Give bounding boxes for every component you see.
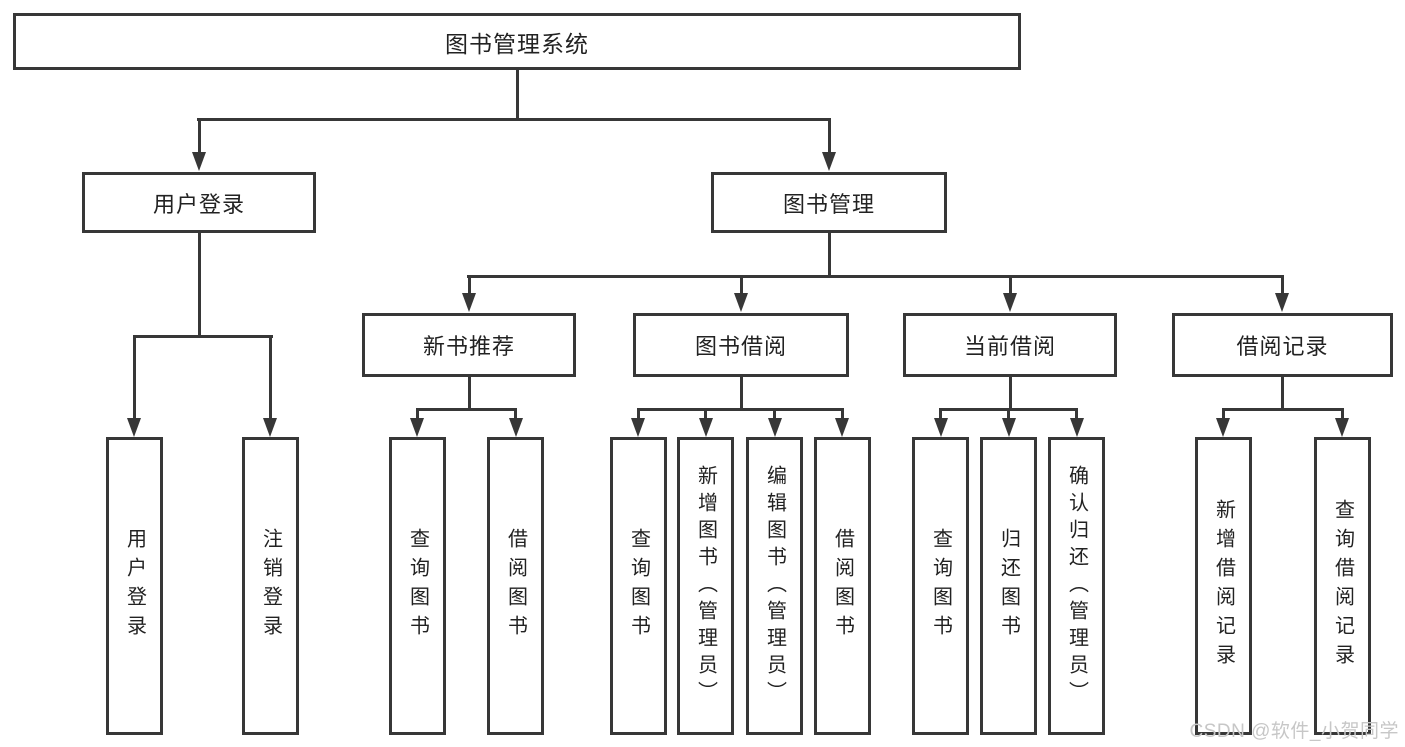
leaf-query-books-recommend: 查询图书: [389, 437, 446, 735]
arrow-down-icon: [127, 418, 141, 437]
arrow-down-icon: [1002, 418, 1016, 437]
connector-stub-leaf: [1075, 408, 1078, 420]
arrow-down-icon: [822, 152, 836, 171]
leaf-add-borrow-record-label: 新增借阅记录: [1212, 499, 1235, 673]
node-user-login: 用户登录: [82, 172, 316, 233]
connector-user-login-bar: [133, 335, 273, 338]
connector-stub-new-book: [468, 275, 471, 295]
node-new-book-recommend: 新书推荐: [362, 313, 576, 377]
csdn-watermark: CSDN @软件_小贺同学: [1189, 721, 1399, 742]
connector-stub-leaf: [514, 408, 517, 420]
leaf-query-books-borrow: 查询图书: [610, 437, 667, 735]
connector-group-bar: [416, 408, 517, 411]
leaf-add-borrow-record: 新增借阅记录: [1195, 437, 1252, 735]
connector-stub-book-mgmt: [828, 118, 831, 156]
arrow-down-icon: [410, 418, 424, 437]
connector-level1-bar: [197, 118, 831, 121]
node-user-login-label: 用户登录: [152, 191, 245, 217]
arrow-down-icon: [263, 418, 277, 437]
connector-stub-leaf: [1341, 408, 1344, 420]
leaf-edit-books-admin-label: 编辑图书（管理员）: [763, 464, 786, 708]
connector-stub-user-login: [198, 118, 201, 156]
node-book-borrow: 图书借阅: [633, 313, 849, 377]
leaf-user-login: 用户登录: [106, 437, 163, 735]
leaf-query-books-current: 查询图书: [912, 437, 969, 735]
connector-stub-current-borrow: [1009, 275, 1012, 295]
leaf-edit-books-admin: 编辑图书（管理员）: [746, 437, 803, 735]
connector-stub-leaf: [416, 408, 419, 420]
connector-stub-borrow-record: [1281, 275, 1284, 295]
node-book-borrow-label: 图书借阅: [694, 334, 787, 359]
arrow-down-icon: [699, 418, 713, 437]
connector-stub-leaf: [133, 335, 136, 420]
arrow-down-icon: [734, 293, 748, 312]
connector-group-stem: [740, 377, 743, 411]
leaf-query-books-label: 查询图书: [406, 528, 429, 644]
connector-stub-leaf: [841, 408, 844, 420]
node-new-book-recommend-label: 新书推荐: [422, 334, 515, 359]
connector-group-stem: [1009, 377, 1012, 411]
leaf-return-books: 归还图书: [980, 437, 1037, 735]
node-current-borrow-label: 当前借阅: [963, 334, 1056, 359]
node-current-borrow: 当前借阅: [903, 313, 1117, 377]
arrow-down-icon: [509, 418, 523, 437]
arrow-down-icon: [1335, 418, 1349, 437]
arrow-down-icon: [462, 293, 476, 312]
connector-stub-leaf: [1222, 408, 1225, 420]
arrow-down-icon: [934, 418, 948, 437]
connector-group-stem: [468, 377, 471, 411]
leaf-borrow-books-recommend: 借阅图书: [487, 437, 544, 735]
leaf-add-books-admin: 新增图书（管理员）: [677, 437, 734, 735]
connector-group-bar: [637, 408, 844, 411]
leaf-query-books-label: 查询图书: [929, 528, 952, 644]
connector-stub-leaf: [1007, 408, 1010, 420]
arrow-down-icon: [768, 418, 782, 437]
leaf-confirm-return-admin-label: 确认归还（管理员）: [1065, 464, 1088, 708]
connector-book-mgmt-stem: [828, 233, 831, 278]
connector-level2-bar: [467, 275, 1284, 278]
node-book-management-label: 图书管理: [782, 191, 875, 217]
leaf-user-login-label: 用户登录: [123, 528, 146, 644]
connector-root-stem: [516, 70, 519, 121]
connector-group-stem: [1281, 377, 1284, 411]
connector-stub-leaf: [704, 408, 707, 420]
arrow-down-icon: [1070, 418, 1084, 437]
connector-stub-leaf: [773, 408, 776, 420]
arrow-down-icon: [1003, 293, 1017, 312]
connector-stub-leaf: [269, 335, 272, 420]
leaf-return-books-label: 归还图书: [997, 528, 1020, 644]
leaf-add-books-admin-label: 新增图书（管理员）: [694, 464, 717, 708]
leaf-logout: 注销登录: [242, 437, 299, 735]
arrow-down-icon: [1275, 293, 1289, 312]
leaf-query-books-label: 查询图书: [627, 528, 650, 644]
node-root-label: 图书管理系统: [445, 30, 589, 57]
arrow-down-icon: [631, 418, 645, 437]
connector-stub-leaf: [939, 408, 942, 420]
leaf-query-borrow-record: 查询借阅记录: [1314, 437, 1371, 735]
arrow-down-icon: [1216, 418, 1230, 437]
arrow-down-icon: [192, 152, 206, 171]
node-root: 图书管理系统: [13, 13, 1021, 70]
node-borrow-record-label: 借阅记录: [1236, 334, 1329, 359]
leaf-borrow-books-label: 借阅图书: [504, 528, 527, 644]
connector-group-bar: [1222, 408, 1344, 411]
connector-user-login-stem: [198, 233, 201, 338]
leaf-borrow-books-label: 借阅图书: [831, 528, 854, 644]
leaf-logout-label: 注销登录: [259, 528, 282, 644]
arrow-down-icon: [835, 418, 849, 437]
node-borrow-record: 借阅记录: [1172, 313, 1393, 377]
leaf-borrow-books: 借阅图书: [814, 437, 871, 735]
node-book-management: 图书管理: [711, 172, 947, 233]
connector-stub-leaf: [637, 408, 640, 420]
leaf-confirm-return-admin: 确认归还（管理员）: [1048, 437, 1105, 735]
leaf-query-borrow-record-label: 查询借阅记录: [1331, 499, 1354, 673]
connector-stub-book-borrow: [740, 275, 743, 295]
